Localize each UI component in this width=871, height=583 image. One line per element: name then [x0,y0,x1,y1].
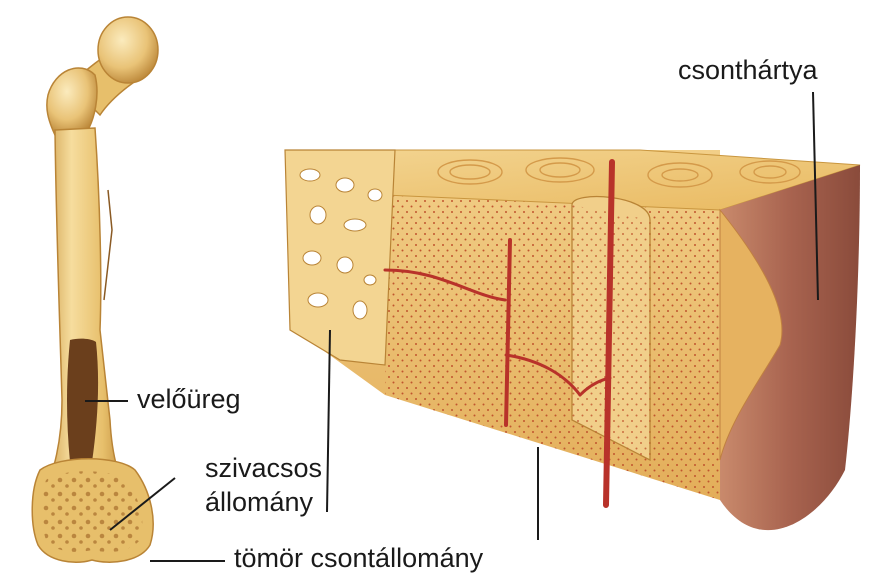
label-marrow-cavity: velőüreg [137,384,241,415]
spongy-bone-shape [42,471,143,552]
label-spongy-line1: szivacsos [205,453,322,484]
leader-spongy-block [327,330,330,512]
bone-block [285,150,860,530]
label-periosteum: csonthártya [678,55,818,86]
label-compact: tömör csontállomány [234,543,483,574]
femur [32,17,158,562]
label-spongy-line2: állomány [205,487,313,518]
